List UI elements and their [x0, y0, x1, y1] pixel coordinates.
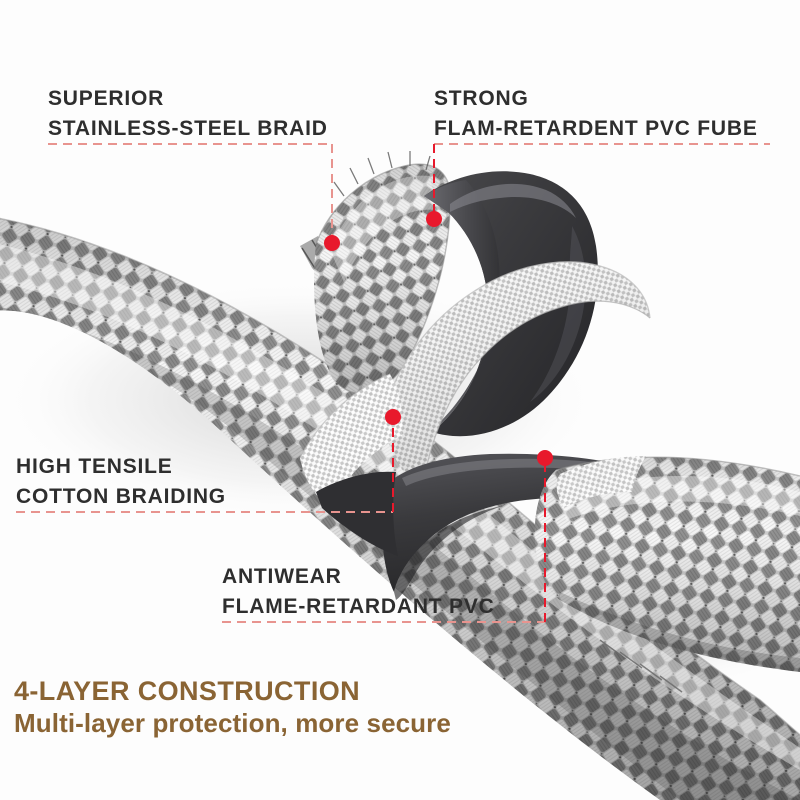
- braid-fringe-lower: [599, 639, 683, 693]
- cotton-braiding-layer: [381, 261, 651, 493]
- bottom-headline: 4-LAYER CONSTRUCTION Multi-layer protect…: [14, 676, 451, 739]
- callout-label-stainless-steel-braid: SUPERIOR STAINLESS-STEEL BRAID: [48, 84, 328, 145]
- callout-label-antiwear-pvc: ANTIWEAR FLAME-RETARDANT PVC: [222, 562, 495, 623]
- cotton-braiding-sleeve-left: [299, 373, 403, 508]
- callout-line-2: STAINLESS-STEEL BRAID: [48, 117, 328, 141]
- callout-label-pvc-tube: STRONG FLAM-RETARDENT PVC FUBE: [434, 84, 758, 145]
- callout-line-1: HIGH TENSILE: [16, 455, 173, 478]
- callout-line-2: FLAME-RETARDANT PVC: [222, 595, 495, 619]
- callout-line-2: FLAM-RETARDENT PVC FUBE: [434, 117, 758, 141]
- callout-line-1: STRONG: [434, 87, 529, 110]
- cotton-rim-right: [556, 456, 646, 508]
- pvc-wedge-lower-left: [316, 471, 398, 556]
- headline-main: 4-LAYER CONSTRUCTION: [14, 676, 361, 706]
- headline-sub: Multi-layer protection, more secure: [14, 708, 451, 739]
- callout-label-cotton-braiding: HIGH TENSILE COTTON BRAIDING: [16, 452, 226, 513]
- callout-line-1: ANTIWEAR: [222, 565, 342, 588]
- callout-line-1: SUPERIOR: [48, 87, 165, 110]
- callout-line-2: COTTON BRAIDING: [16, 485, 226, 509]
